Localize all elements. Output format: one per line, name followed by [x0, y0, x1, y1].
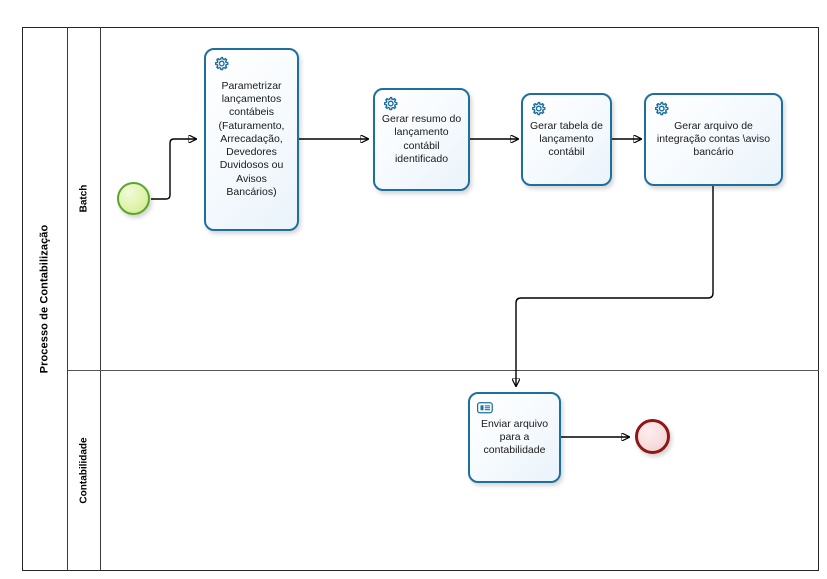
pool-title-label: Processo de Contabilização: [38, 224, 51, 374]
task-label: Parametrizar lançamentos contábeis (Fatu…: [218, 80, 285, 198]
gear-icon: [215, 56, 229, 71]
lane-label-batch: Batch: [78, 184, 90, 213]
lane-header-contabilidade: Contabilidade: [68, 370, 101, 571]
gear-icon: [532, 101, 546, 116]
lane-header-batch: Batch: [68, 27, 101, 370]
document-send-icon: [476, 402, 493, 414]
task-gerar-tabela[interactable]: Gerar tabela de lançamento contábil: [521, 93, 612, 186]
task-label: Gerar arquivo de integração contas \avis…: [656, 119, 771, 159]
end-event[interactable]: [635, 419, 670, 454]
task-parametrizar-lancamentos[interactable]: Parametrizar lançamentos contábeis (Fatu…: [204, 48, 299, 231]
task-label: Gerar resumo do lançamento contábil iden…: [381, 113, 462, 165]
lane-divider: [68, 370, 819, 371]
task-enviar-arquivo[interactable]: Enviar arquivo para a contabilidade: [468, 392, 561, 483]
lane-label-contabilidade: Contabilidade: [78, 437, 90, 504]
task-gerar-arquivo-integracao[interactable]: Gerar arquivo de integração contas \avis…: [644, 93, 783, 186]
gear-icon: [655, 101, 669, 116]
start-event[interactable]: [117, 182, 150, 215]
gear-icon: [384, 96, 398, 111]
task-label: Enviar arquivo para a contabilidade: [480, 417, 549, 457]
pool-title-band: Processo de Contabilização: [22, 27, 68, 571]
task-gerar-resumo[interactable]: Gerar resumo do lançamento contábil iden…: [373, 88, 470, 191]
task-label: Gerar tabela de lançamento contábil: [530, 119, 603, 159]
